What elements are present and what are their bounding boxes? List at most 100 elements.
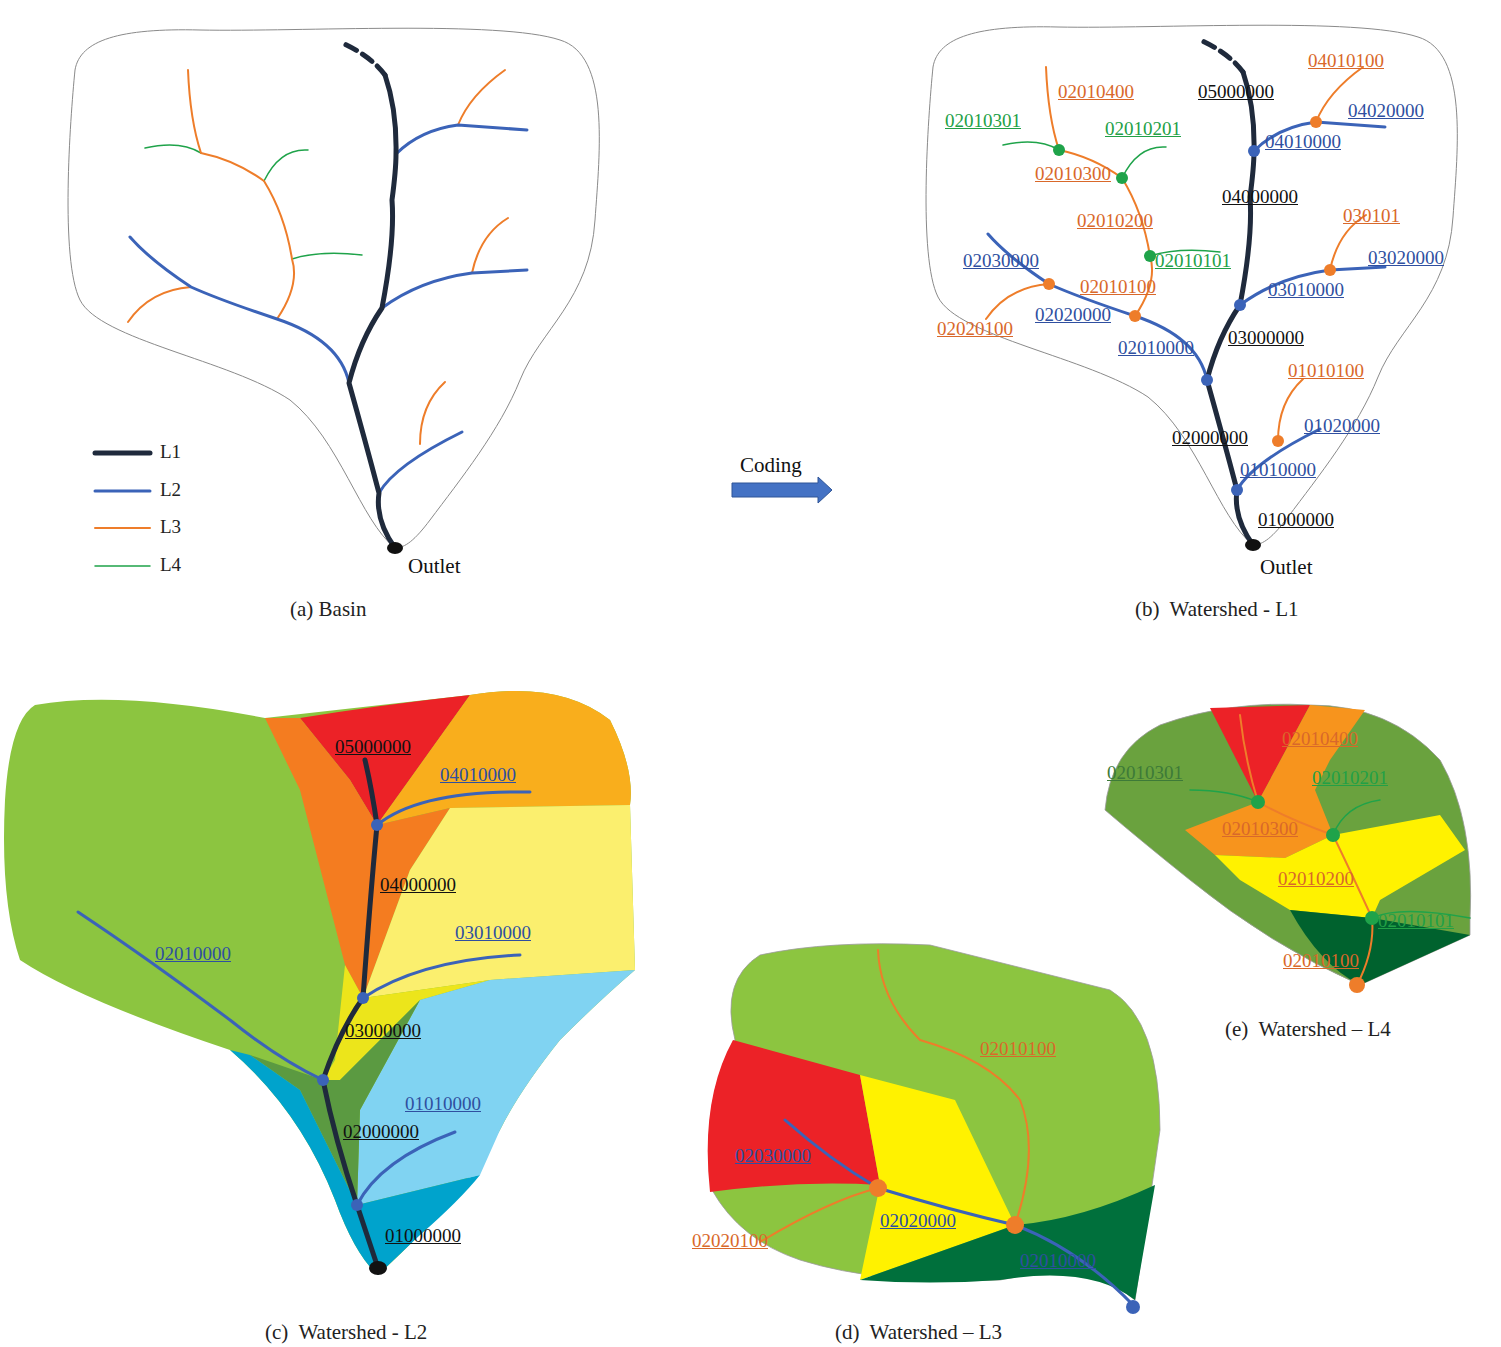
- legend-line: [95, 490, 150, 493]
- river-l2: [357, 1132, 455, 1205]
- outlet-dot: [369, 1261, 387, 1275]
- watershed-code: 02020100: [937, 318, 1013, 341]
- caption-text: (d) Watershed – L3: [835, 1320, 1002, 1345]
- watershed-code: 02010100: [1283, 950, 1359, 973]
- watershed-code: 02010301: [945, 110, 1021, 133]
- junction-dot: [1234, 299, 1246, 311]
- watershed-code: 01010100: [1288, 360, 1364, 383]
- junction-dot: [357, 992, 369, 1004]
- junction-dot: [351, 1199, 363, 1211]
- watershed-code: 02020000: [1035, 304, 1111, 327]
- subwatershed-map-l3: [708, 944, 1160, 1314]
- watershed-code: 02010100: [980, 1038, 1056, 1061]
- watershed-code: 02010300: [1222, 818, 1298, 841]
- legend-label: L2: [160, 479, 181, 502]
- watershed-code: 04010000: [440, 764, 516, 787]
- junction-dot: [1053, 144, 1065, 156]
- region-green: [1105, 704, 1471, 985]
- watershed-code: 02010000: [155, 943, 231, 966]
- watershed-code: 04010000: [1265, 131, 1341, 154]
- watershed-code: 02010200: [1278, 868, 1354, 891]
- junction-dot: [1310, 116, 1322, 128]
- region-dark-green: [1290, 910, 1470, 985]
- junction-dot: [1324, 264, 1336, 276]
- river-l2: [785, 1120, 1133, 1305]
- river-l3: [878, 950, 1029, 1225]
- junction-dot: [1231, 484, 1243, 496]
- watershed-code: 03000000: [1228, 327, 1304, 350]
- legend-samples: [95, 453, 150, 566]
- junction-dot: [1201, 374, 1213, 386]
- river-l3: [760, 1188, 878, 1242]
- legend-label: L1: [160, 441, 181, 464]
- watershed-code: 04000000: [380, 874, 456, 897]
- region-yellow: [1215, 815, 1465, 918]
- junction-dot: [1272, 435, 1284, 447]
- caption-text: Outlet: [1260, 555, 1313, 580]
- junction-dot: [1126, 1300, 1140, 1314]
- legend-line: [95, 451, 150, 456]
- watershed-code: 01000000: [1258, 509, 1334, 532]
- river-l3: [1240, 715, 1372, 985]
- watershed-code: 05000000: [1198, 81, 1274, 104]
- caption-text: Outlet: [408, 554, 461, 579]
- watershed-code: 02020000: [880, 1210, 956, 1233]
- watershed-code: 05000000: [335, 736, 411, 759]
- junction-dot: [1006, 1216, 1024, 1234]
- watershed-code: 02000000: [1172, 427, 1248, 450]
- river-l2: [377, 792, 530, 825]
- watershed-code: 02010000: [1118, 337, 1194, 360]
- junction-dot: [1326, 828, 1340, 842]
- region-green: [4, 691, 635, 1275]
- river-l1: [323, 760, 378, 1268]
- region-light-yellow: [363, 805, 635, 998]
- legend-label: L4: [160, 554, 181, 577]
- watershed-code: 02010201: [1105, 118, 1181, 141]
- basin-b: [926, 25, 1457, 551]
- subwatershed-map-l4: [1105, 704, 1471, 993]
- watershed-code: 02020100: [692, 1230, 768, 1253]
- watershed-code: 02030000: [963, 250, 1039, 273]
- watershed-code: 04020000: [1348, 100, 1424, 123]
- watershed-code: 02030000: [735, 1145, 811, 1168]
- junction-dot: [1349, 977, 1365, 993]
- junction-dot: [1129, 310, 1141, 322]
- watershed-code: 04010100: [1308, 50, 1384, 73]
- caption-text: Coding: [740, 453, 802, 478]
- watershed-code: 02010201: [1312, 767, 1388, 790]
- watershed-code: 02010301: [1107, 762, 1183, 785]
- caption-text: (a) Basin: [290, 597, 366, 622]
- region-light-blue: [357, 970, 635, 1205]
- legend-label: L3: [160, 516, 181, 539]
- watershed-code: 030101: [1343, 205, 1400, 228]
- caption-text: (c) Watershed - L2: [265, 1320, 427, 1345]
- junction-dot: [1248, 145, 1260, 157]
- caption-text: (e) Watershed – L4: [1225, 1017, 1391, 1042]
- caption-text: (b) Watershed - L1: [1135, 597, 1299, 622]
- region-blue: [230, 1050, 378, 1275]
- watershed-code: 02010101: [1378, 910, 1454, 933]
- watershed-code: 01000000: [385, 1225, 461, 1248]
- legend-line: [95, 527, 150, 529]
- watershed-code: 01010000: [1240, 459, 1316, 482]
- watershed-code: 02010400: [1282, 728, 1358, 751]
- watershed-code: 02010400: [1058, 81, 1134, 104]
- watershed-code: 01010000: [405, 1093, 481, 1116]
- watershed-code: 04000000: [1222, 186, 1298, 209]
- watershed-code: 02010300: [1035, 163, 1111, 186]
- watershed-code: 03000000: [345, 1020, 421, 1043]
- river-l2: [78, 912, 323, 1080]
- region-red: [708, 1040, 880, 1192]
- subwatershed-map-l2: [4, 691, 635, 1275]
- watershed-code: 02010100: [1080, 276, 1156, 299]
- junction-dot: [1365, 911, 1379, 925]
- basin-a: [68, 28, 599, 554]
- legend-line: [95, 565, 150, 567]
- junction-dot: [317, 1074, 329, 1086]
- watershed-code: 02010101: [1155, 250, 1231, 273]
- coding-arrow: [732, 477, 832, 503]
- junction-dot: [1043, 278, 1055, 290]
- river-l4: [1333, 800, 1380, 835]
- river-l4: [1190, 790, 1258, 802]
